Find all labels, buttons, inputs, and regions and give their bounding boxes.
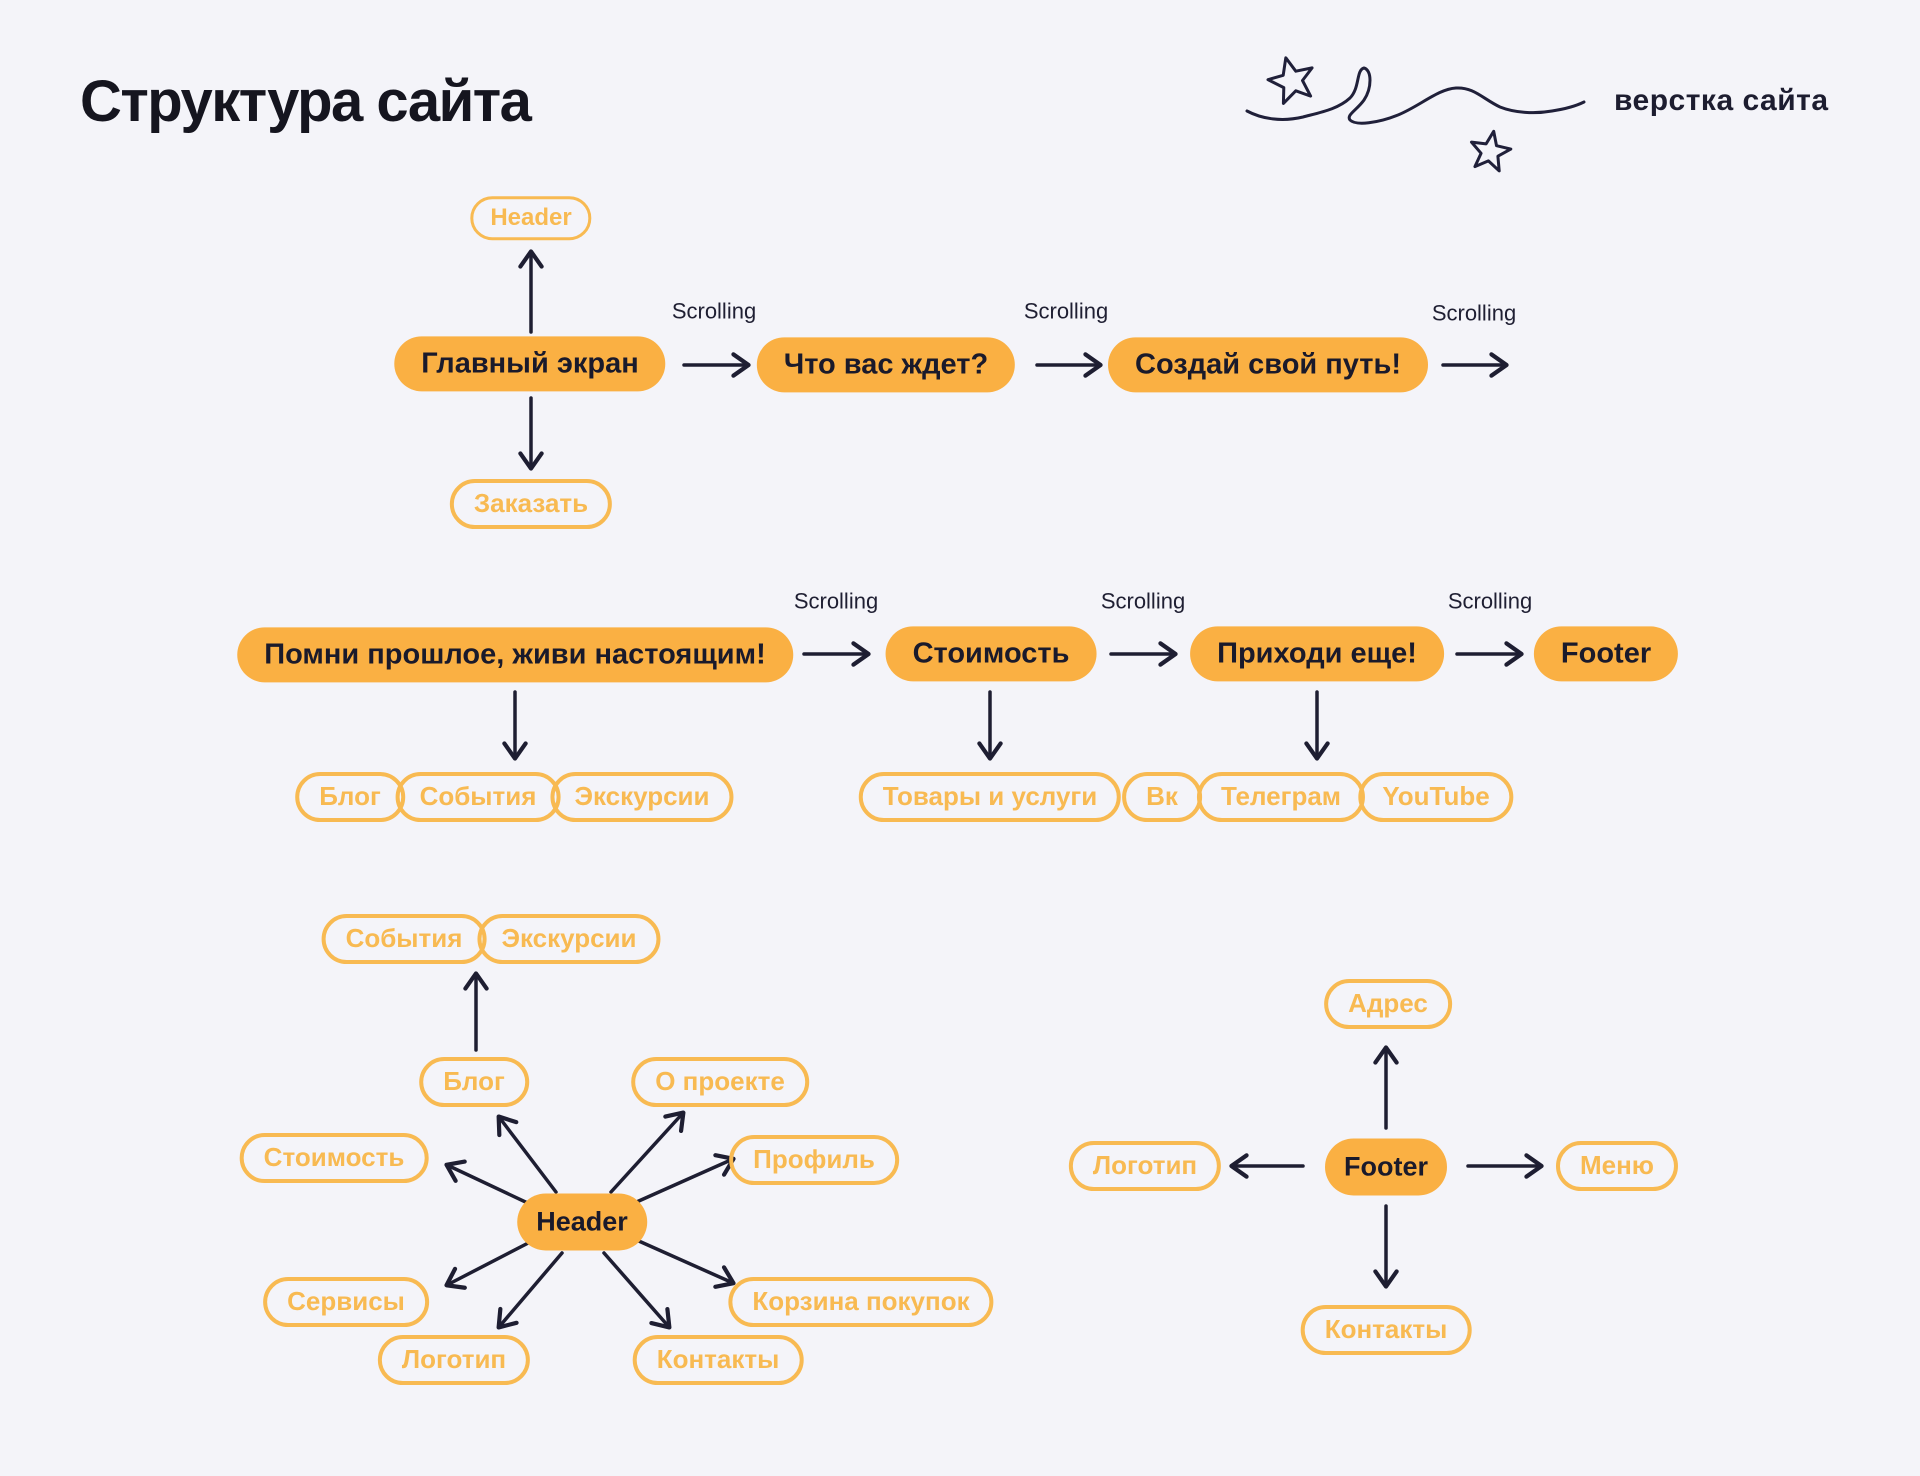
- hub-header: Header: [517, 1193, 647, 1251]
- node-footer: Footer: [1533, 626, 1679, 682]
- header-diagram-arrows: [444, 971, 736, 1330]
- node-logo: Логотип: [377, 1335, 531, 1385]
- node-cart: Корзина покупок: [728, 1277, 994, 1327]
- squiggle-decoration: [1245, 56, 1586, 173]
- scrolling-label: Scrolling: [671, 298, 757, 324]
- node-blog: Блог: [419, 1057, 529, 1107]
- flow-row1-arrows: [518, 249, 1509, 471]
- brand-label: верстка сайта: [1614, 84, 1829, 117]
- star-icon: [1470, 129, 1513, 173]
- node-blog: Блог: [295, 772, 405, 822]
- node-logo: Логотип: [1068, 1141, 1222, 1191]
- node-profile: Профиль: [729, 1135, 899, 1185]
- node-about-project: О проекте: [631, 1057, 809, 1107]
- node-main-screen: Главный экран: [394, 336, 666, 392]
- scrolling-label: Scrolling: [1431, 300, 1517, 326]
- footer-diagram-arrows: [1229, 1045, 1544, 1289]
- node-order: Заказать: [449, 479, 613, 529]
- scrolling-label: Scrolling: [1447, 588, 1533, 614]
- node-contacts: Контакты: [1300, 1305, 1472, 1355]
- node-address: Адрес: [1324, 979, 1452, 1029]
- node-vk: Вк: [1122, 772, 1202, 822]
- node-what-awaits: Что вас ждет?: [756, 337, 1016, 393]
- node-events: События: [321, 914, 487, 964]
- flow-row2-arrows: [502, 641, 1524, 761]
- node-cost: Стоимость: [885, 626, 1097, 682]
- node-cost: Стоимость: [239, 1133, 429, 1183]
- node-youtube: YouTube: [1358, 772, 1514, 822]
- node-header: Header: [470, 196, 592, 240]
- star-icon: [1266, 56, 1314, 105]
- node-tours: Экскурсии: [477, 914, 661, 964]
- scrolling-label: Scrolling: [1100, 588, 1186, 614]
- scrolling-label: Scrolling: [793, 588, 879, 614]
- scrolling-label: Scrolling: [1023, 298, 1109, 324]
- node-create-path: Создай свой путь!: [1108, 337, 1428, 393]
- node-telegram: Телеграм: [1196, 772, 1366, 822]
- node-goods-services: Товары и услуги: [858, 772, 1122, 822]
- node-contacts: Контакты: [632, 1335, 804, 1385]
- page-title: Структура сайта: [80, 69, 532, 134]
- squiggle-line: [1245, 66, 1586, 125]
- node-services: Сервисы: [263, 1277, 429, 1327]
- node-events: События: [395, 772, 561, 822]
- node-menu: Меню: [1555, 1141, 1679, 1191]
- node-remember-past: Помни прошлое, живи настоящим!: [237, 627, 793, 683]
- node-come-again: Приходи еще!: [1190, 626, 1444, 682]
- hub-footer: Footer: [1325, 1138, 1447, 1196]
- node-tours: Экскурсии: [550, 772, 734, 822]
